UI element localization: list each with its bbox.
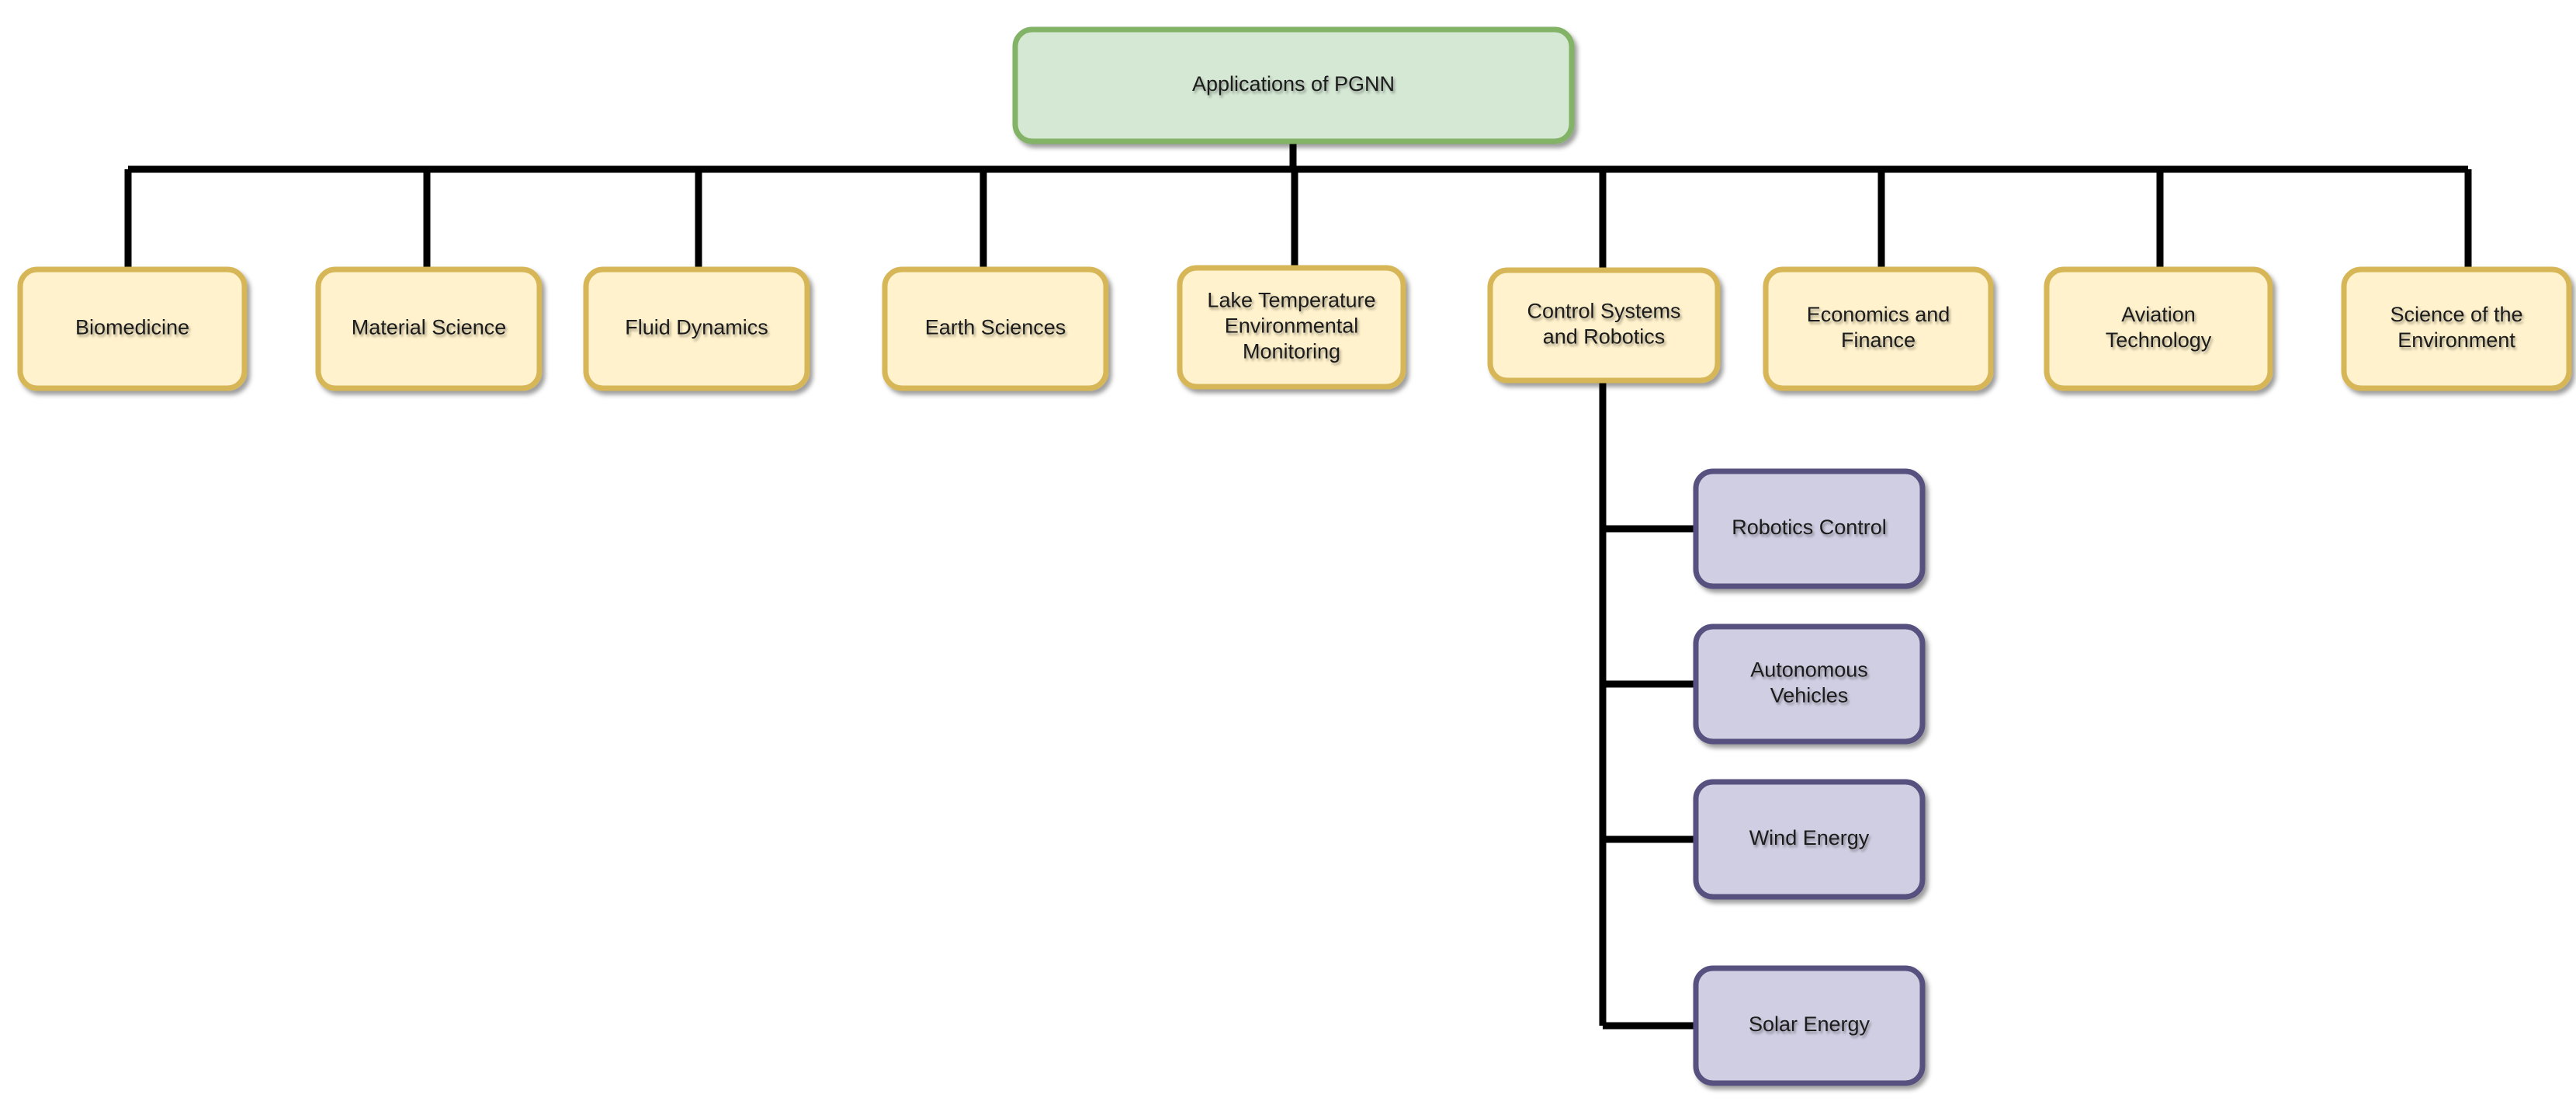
node-category-material-science[interactable]: Material Science — [315, 266, 543, 391]
node-sub-wind-energy-label: Wind Energy — [1749, 826, 1870, 849]
node-category-aviation-technology-box[interactable] — [2044, 266, 2273, 391]
node-category-fluid-dynamics[interactable]: Fluid Dynamics — [583, 266, 810, 391]
node-category-earth-sciences-label: Earth Sciences — [925, 316, 1066, 339]
node-sub-solar-energy[interactable]: Solar Energy — [1693, 965, 1926, 1086]
node-layer: Applications of PGNN Biomedicine Material … — [17, 26, 2572, 1086]
node-sub-robotics-control-label: Robotics Control — [1732, 516, 1887, 539]
node-category-lake-temperature-environmental-monitoring-box[interactable] — [1177, 265, 1406, 390]
node-category-material-science-label: Material Science — [352, 316, 507, 339]
node-sub-robotics-control-box[interactable] — [1693, 468, 1926, 589]
node-category-biomedicine-box[interactable] — [17, 266, 248, 391]
node-category-biomedicine-label: Biomedicine — [75, 316, 189, 339]
node-sub-solar-energy-label: Solar Energy — [1749, 1012, 1870, 1036]
node-category-material-science-box[interactable] — [315, 266, 543, 391]
node-root-applications-of-pgnn-label: Applications of PGNN — [1192, 72, 1395, 96]
node-sub-solar-energy-box[interactable] — [1693, 965, 1926, 1086]
node-category-biomedicine[interactable]: Biomedicine — [17, 266, 248, 391]
node-sub-robotics-control[interactable]: Robotics Control — [1693, 468, 1926, 589]
node-category-science-of-the-environment-box[interactable] — [2341, 266, 2572, 391]
node-root-applications-of-pgnn[interactable]: Applications of PGNN — [1012, 26, 1575, 144]
node-sub-wind-energy[interactable]: Wind Energy — [1693, 779, 1926, 900]
node-category-control-systems-and-robotics-box[interactable] — [1487, 267, 1721, 384]
node-root-applications-of-pgnn-box[interactable] — [1012, 26, 1575, 144]
node-category-fluid-dynamics-label: Fluid Dynamics — [625, 316, 768, 339]
node-category-fluid-dynamics-box[interactable] — [583, 266, 810, 391]
edge-layer — [124, 141, 2472, 1030]
node-category-earth-sciences-box[interactable] — [882, 266, 1109, 391]
node-category-economics-and-finance-box[interactable] — [1763, 266, 1994, 391]
node-sub-autonomous-vehicles-box[interactable] — [1693, 623, 1926, 745]
node-sub-wind-energy-box[interactable] — [1693, 779, 1926, 900]
node-category-earth-sciences[interactable]: Earth Sciences — [882, 266, 1109, 391]
